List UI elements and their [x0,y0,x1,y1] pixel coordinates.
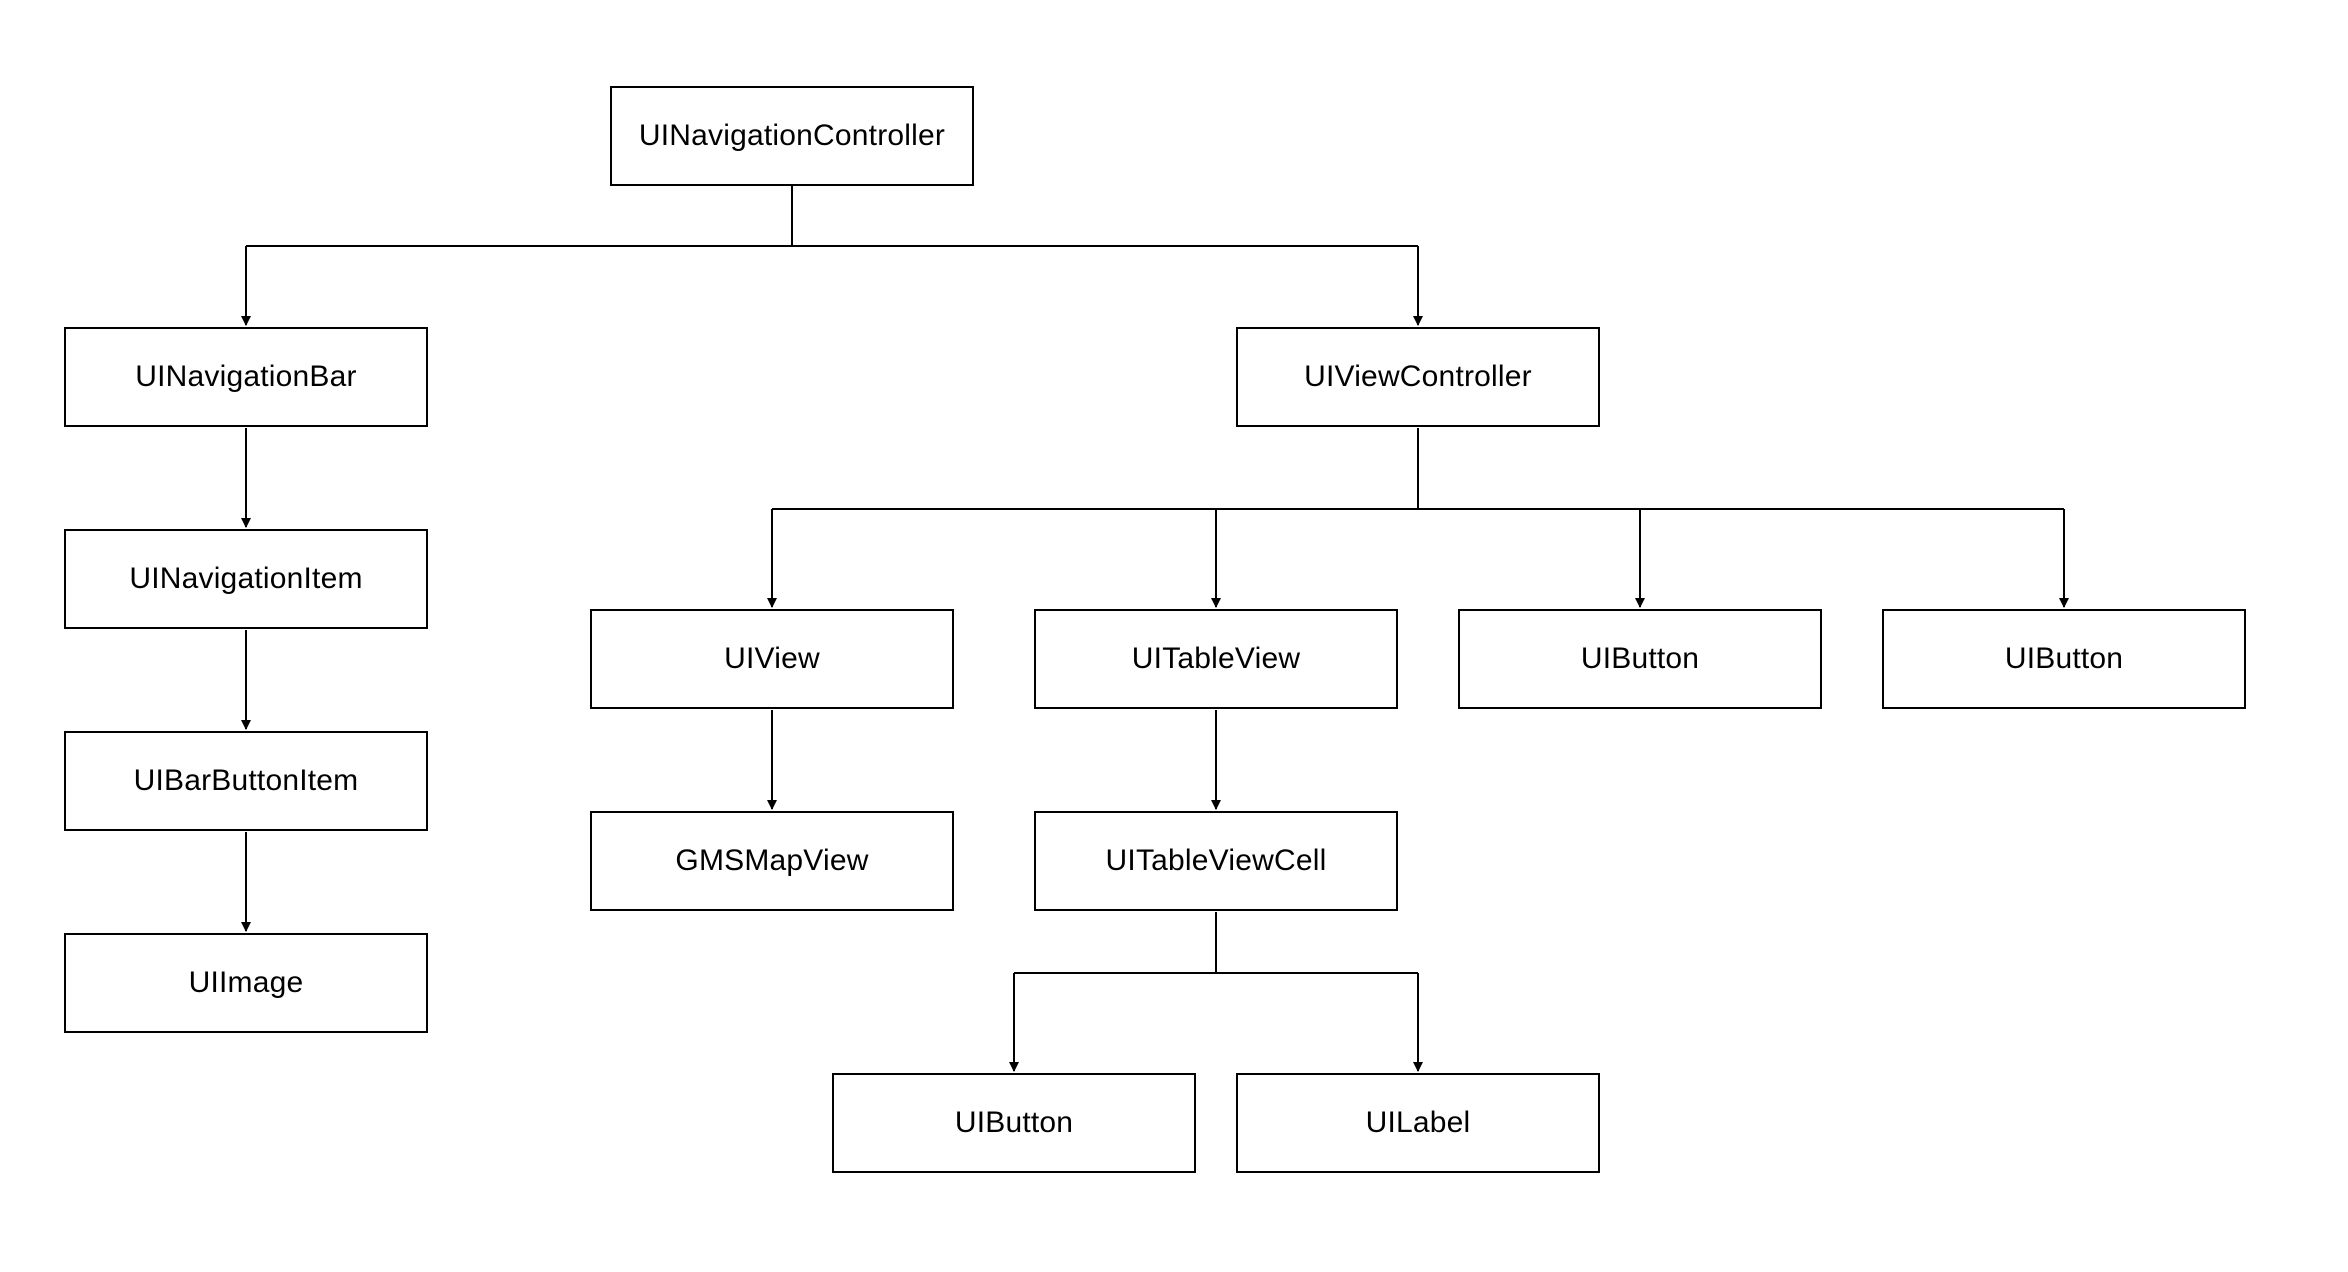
node-ui-navigation-bar: UINavigationBar [64,327,428,427]
node-label: UIButton [2004,642,2124,675]
node-ui-view-controller: UIViewController [1236,327,1600,427]
edge-group-views [767,710,1221,810]
node-ui-bar-button-item: UIBarButtonItem [64,731,428,831]
node-ui-table-view-cell: UITableViewCell [1034,811,1398,911]
node-label: UILabel [1365,1106,1471,1139]
node-label: UITableViewCell [1105,844,1327,877]
node-label: UIViewController [1304,360,1532,393]
node-ui-image: UIImage [64,933,428,1033]
node-label: UINavigationController [638,119,946,152]
edge-group-table-view-cell [1009,912,1423,1072]
node-label: UINavigationBar [135,360,357,393]
node-label: UIImage [188,966,304,999]
node-ui-view: UIView [590,609,954,709]
edge-group-navigation-controller [241,186,1423,326]
edge-group-view-controller [767,428,2069,608]
node-ui-navigation-controller: UINavigationController [610,86,974,186]
node-ui-button-cell: UIButton [832,1073,1196,1173]
node-ui-button-1: UIButton [1458,609,1822,709]
node-label: UIView [724,642,820,675]
node-label: GMSMapView [675,844,869,877]
node-ui-label: UILabel [1236,1073,1600,1173]
node-ui-navigation-item: UINavigationItem [64,529,428,629]
node-label: UINavigationItem [129,562,363,595]
node-label: UIBarButtonItem [133,764,359,797]
node-gms-map-view: GMSMapView [590,811,954,911]
node-label: UITableView [1131,642,1301,675]
node-label: UIButton [954,1106,1074,1139]
node-ui-table-view: UITableView [1034,609,1398,709]
node-ui-button-2: UIButton [1882,609,2246,709]
node-label: UIButton [1580,642,1700,675]
